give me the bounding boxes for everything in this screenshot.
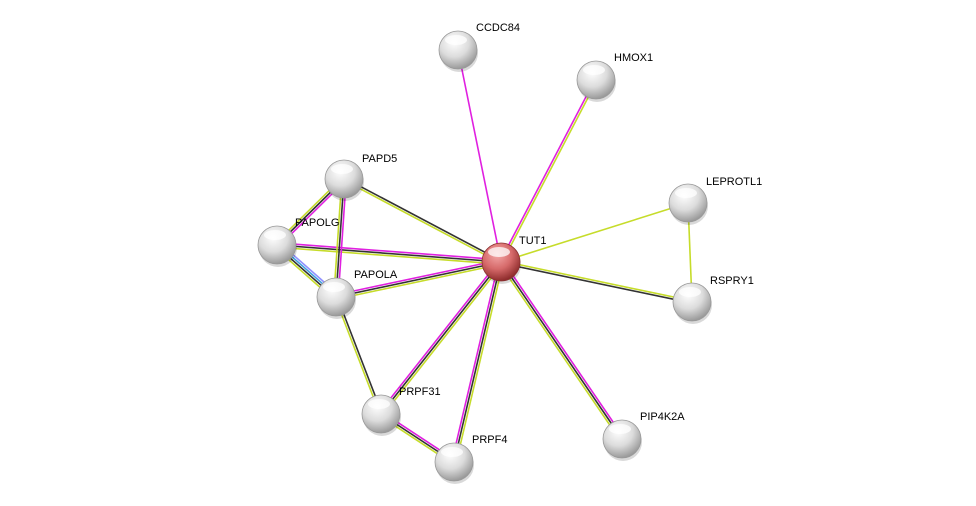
node-highlight [609,424,631,434]
node-label: PAPD5 [362,153,397,165]
edge-tut1-hmox1[interactable] [499,79,598,263]
edge-tut1-prpf31[interactable] [378,260,504,416]
edge-line-textmining [500,202,689,263]
node-highlight [675,188,697,198]
edge-line-textmining [382,262,504,416]
edge-line-experiments [451,261,500,462]
node-label: PAPOLA [354,269,398,281]
node-highlight [323,282,345,292]
edge-line-textmining [498,262,621,441]
node-highlight [331,164,353,174]
node-highlight [583,65,605,75]
node-highlight [679,287,701,297]
edge-line-coexpression [335,261,502,298]
edge-tut1-ccdc84[interactable] [457,49,502,263]
edge-line-coexpression [380,261,502,415]
edge-line-experiments [502,260,625,439]
node-hmox1[interactable]: HMOX1 [576,52,653,102]
edge-tut1-leprotl1[interactable] [500,202,689,263]
edge-line-textmining [501,80,598,263]
edge-line-experiments [277,242,502,261]
edge-line-coexpression [500,262,692,304]
node-highlight [264,230,286,240]
edge-line-textmining [343,179,501,264]
edge-line-experiments [457,49,502,263]
node-papolg[interactable]: PAPOLG [257,217,339,267]
edge-line-coexpression [500,261,623,440]
node-highlight [488,247,510,257]
node-label: TUT1 [519,235,547,247]
edge-line-textmining [501,260,693,302]
edge-line-textmining [276,246,501,265]
node-highlight [368,399,390,409]
edge-line-textmining [455,262,504,463]
node-leprotl1[interactable]: LEPROTL1 [668,176,762,225]
node-prpf4[interactable]: PRPF4 [434,434,507,484]
node-highlight [441,447,463,457]
node-label: HMOX1 [614,52,653,64]
edge-line-coexpression [336,296,383,414]
edge-tut1-pip4k2a[interactable] [498,260,625,441]
edge-line-coexpression [335,178,345,298]
node-label: PAPOLG [295,217,339,229]
edge-papola-prpf31[interactable] [334,296,383,415]
edge-line-textmining [333,178,343,297]
node-rspry1[interactable]: RSPRY1 [672,275,754,324]
edge-line-experiments [337,179,347,298]
node-label: CCDC84 [476,22,520,34]
node-label: PRPF31 [399,386,441,398]
node-prpf31[interactable]: PRPF31 [361,386,441,436]
edge-line-experiments [335,259,501,296]
edge-line-experiments [378,260,500,414]
node-highlight [445,35,467,45]
edge-tut1-papd5[interactable] [343,177,502,264]
edge-line-coexpression [344,177,502,262]
node-label: PIP4K2A [640,411,685,423]
edge-tut1-prpf4[interactable] [451,261,504,463]
edge-line-coexpression [276,244,502,263]
node-pip4k2a[interactable]: PIP4K2A [602,411,685,461]
edge-tut1-papolg[interactable] [276,242,502,265]
edge-line-textmining [334,297,381,415]
edge-line-experiments [499,79,596,262]
node-label: PRPF4 [472,434,507,446]
edge-line-coexpression [453,261,502,463]
node-label: RSPRY1 [710,275,754,287]
node-papd5[interactable]: PAPD5 [324,153,397,201]
node-label: LEPROTL1 [706,176,762,188]
edge-tut1-papola[interactable] [335,259,502,300]
node-ccdc84[interactable]: CCDC84 [438,22,520,72]
node-papola[interactable]: PAPOLA [316,269,398,319]
edge-papd5-papola[interactable] [333,178,347,298]
node-tut1[interactable]: TUT1 [481,235,547,284]
edge-tut1-rspry1[interactable] [500,260,693,304]
edge-line-textmining [336,263,502,300]
